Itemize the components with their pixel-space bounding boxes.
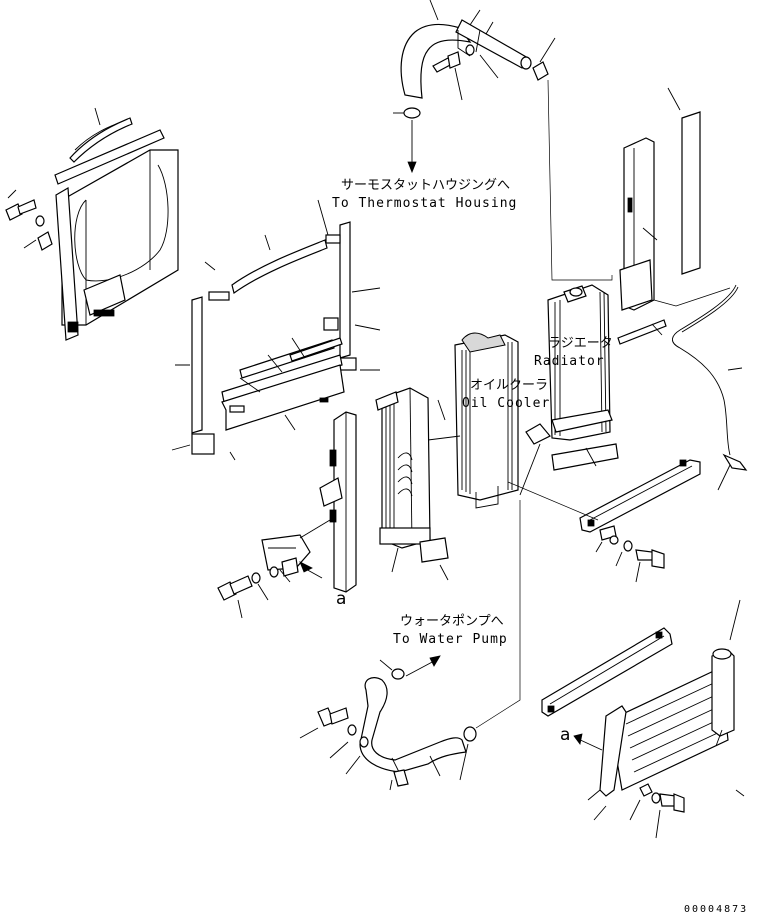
oil-cooler bbox=[427, 332, 551, 509]
thermostat-label-jp: サーモスタットハウジングへ bbox=[341, 178, 511, 193]
oilcooler-label-jp: オイルクーラ bbox=[470, 378, 549, 393]
oilcooler-label-en: Oil Cooler bbox=[462, 396, 551, 411]
bracket-bolts bbox=[217, 566, 279, 619]
ref-a-label-right: a bbox=[560, 725, 571, 745]
thermostat-flow-arrow bbox=[407, 120, 417, 174]
hose-clamp-bolts bbox=[299, 707, 369, 775]
radiator-side-bracket bbox=[619, 87, 743, 371]
upper-hose-assembly bbox=[393, 0, 556, 119]
waterpump-label-jp: ウォータポンプへ bbox=[400, 614, 504, 629]
radiator-label-jp: ラジエータ bbox=[548, 336, 613, 351]
lower-right-condenser bbox=[541, 599, 745, 839]
seal-frame bbox=[171, 199, 381, 461]
ref-a-arrow-right bbox=[573, 733, 603, 751]
radiator-label-en: Radiator bbox=[534, 354, 605, 369]
waterpump-label-en: To Water Pump bbox=[393, 632, 508, 647]
overflow-hose bbox=[653, 284, 748, 491]
thermostat-label-en: To Thermostat Housing bbox=[332, 196, 518, 211]
lower-cross-bracket bbox=[507, 459, 701, 583]
condenser-core bbox=[375, 387, 449, 581]
shroud-bolts bbox=[5, 189, 53, 251]
water-pump-flow-arrow bbox=[405, 655, 441, 677]
lower-hose-assembly bbox=[359, 500, 521, 791]
fan-shroud bbox=[54, 107, 179, 341]
ref-a-label-left: a bbox=[336, 589, 347, 609]
drawing-id: 00004873 bbox=[684, 904, 749, 915]
leader-line-clamp bbox=[547, 79, 613, 281]
radiator bbox=[547, 284, 667, 471]
side-bracket-left bbox=[261, 411, 357, 593]
